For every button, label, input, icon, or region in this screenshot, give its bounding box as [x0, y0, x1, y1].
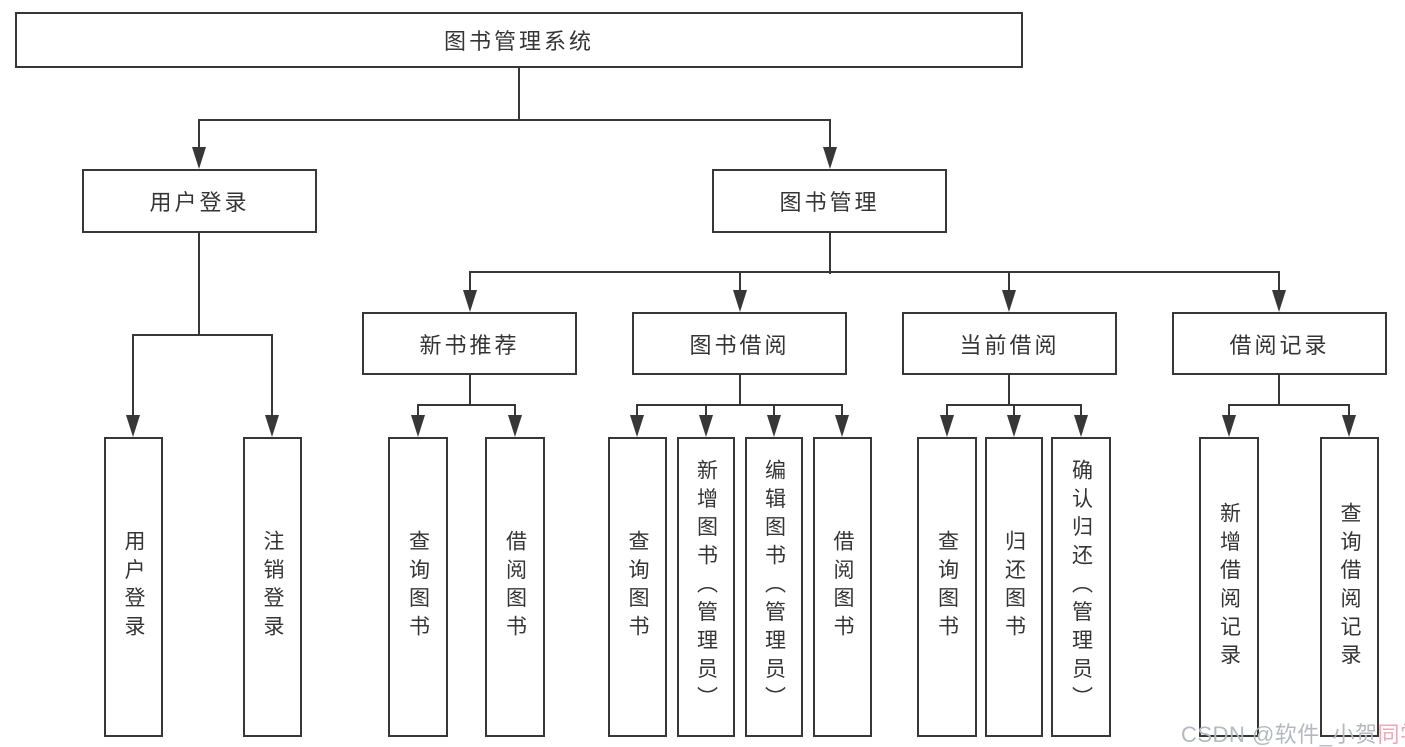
arrow-down-icon [1221, 415, 1236, 437]
node-library-management-system: 图书管理系统 [15, 12, 1023, 68]
arrow-down-icon [462, 290, 477, 312]
node-book-management-module: 图书管理 [712, 169, 947, 233]
arrow-down-icon [698, 415, 713, 437]
arrow-down-icon [822, 147, 837, 169]
leaf-add-books-admin: 新增图书（管理员） [677, 437, 735, 737]
connector-line-h [416, 403, 517, 407]
connector-line-v [197, 233, 201, 336]
leaf-confirm-return-admin: 确认归还（管理员） [1051, 437, 1111, 737]
connector-line-v [738, 272, 742, 297]
leaf-borrow-books-recommend: 借阅图书 [485, 437, 545, 737]
connector-line-v [468, 375, 472, 406]
node-user-login-module: 用户登录 [82, 169, 317, 233]
arrow-down-icon [834, 415, 849, 437]
node-new-book-recommendation: 新书推荐 [362, 312, 577, 375]
connector-line-v [1277, 375, 1281, 406]
leaf-borrow-books: 借阅图书 [813, 437, 872, 737]
leaf-query-books-borrow: 查询图书 [608, 437, 667, 737]
arrow-down-icon [1073, 415, 1088, 437]
connector-line-h [945, 403, 1083, 407]
connector-line-v [1012, 405, 1016, 423]
connector-line-v [1347, 405, 1351, 423]
connector-line-v [131, 335, 135, 420]
leaf-logout: 注销登录 [243, 437, 302, 737]
connector-line-v [635, 405, 639, 423]
connector-line-v [1277, 272, 1281, 297]
watermark: CSDN @软件_小贺同学 [1181, 717, 1405, 747]
connector-line-h [468, 270, 1281, 274]
connector-line-v [513, 405, 517, 423]
leaf-add-borrow-record: 新增借阅记录 [1199, 437, 1259, 737]
arrow-down-icon [1001, 290, 1016, 312]
connector-line-v [416, 405, 420, 423]
arrow-down-icon [410, 415, 425, 437]
arrow-down-icon [507, 415, 522, 437]
connector-line-v [517, 68, 521, 121]
leaf-return-books: 归还图书 [985, 437, 1043, 737]
arrow-down-icon [939, 415, 954, 437]
leaf-query-books-current: 查询图书 [917, 437, 977, 737]
node-current-borrowing: 当前借阅 [902, 312, 1117, 375]
connector-line-v [840, 405, 844, 423]
connector-line-v [945, 405, 949, 423]
node-book-borrowing: 图书借阅 [632, 312, 847, 375]
connector-line-v [1079, 405, 1083, 423]
leaf-user-login: 用户登录 [104, 437, 163, 737]
arrow-down-icon [191, 147, 206, 169]
arrow-down-icon [125, 415, 140, 437]
leaf-query-borrow-record: 查询借阅记录 [1320, 437, 1379, 737]
connector-line-v [828, 233, 832, 274]
node-borrowing-records: 借阅记录 [1172, 312, 1387, 375]
arrow-down-icon [1341, 415, 1356, 437]
connector-line-h [1227, 403, 1351, 407]
connector-line-h [131, 333, 274, 337]
connector-line-v [1007, 375, 1011, 406]
watermark-gray-text: CSDN @软件_小贺 [1181, 722, 1378, 747]
arrow-down-icon [629, 415, 644, 437]
arrow-down-icon [1271, 290, 1286, 312]
connector-line-v [772, 405, 776, 423]
connector-line-v [270, 335, 274, 420]
connector-line-v [828, 120, 832, 153]
watermark-pink-text: 同学 [1377, 722, 1405, 747]
leaf-edit-books-admin: 编辑图书（管理员） [745, 437, 803, 737]
arrow-down-icon [766, 415, 781, 437]
connector-line-v [704, 405, 708, 423]
connector-line-v [1227, 405, 1231, 423]
arrow-down-icon [1006, 415, 1021, 437]
connector-line-v [738, 375, 742, 406]
leaf-query-books-recommend: 查询图书 [388, 437, 448, 737]
arrow-down-icon [732, 290, 747, 312]
connector-line-h [197, 118, 832, 122]
connector-line-v [468, 272, 472, 297]
connector-line-v [1007, 272, 1011, 297]
arrow-down-icon [264, 415, 279, 437]
connector-line-h [635, 403, 844, 407]
connector-line-v [197, 120, 201, 153]
